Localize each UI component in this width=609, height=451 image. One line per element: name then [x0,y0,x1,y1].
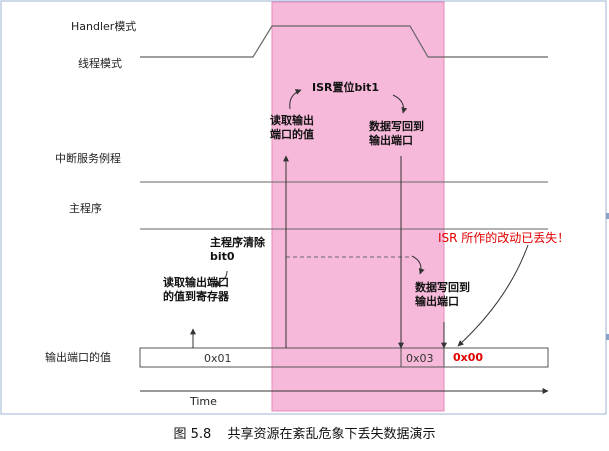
annotation-main-clear-bit0-line2: bit0 [210,250,235,263]
annotation-write-back-isr-line1: 数据写回到 [369,120,424,133]
port-value-bar [139,347,549,368]
figure-number: 图 5.8 [173,427,212,442]
annotation-write-back-main-line1: 数据写回到 [415,281,470,294]
label-thread-mode: 线程模式 [78,57,122,70]
port-value-first: 0x01 [204,352,232,365]
annotation-read-port-main: 读取输出端口 的值到寄存器 [163,276,229,304]
annotation-read-port-main-line2: 的值到寄存器 [163,290,229,303]
annotation-read-port-isr: 读取输出 端口的值 [270,114,314,142]
port-value-second: 0x03 [406,352,434,365]
lost-warning-arrow [457,244,529,347]
curve-arrow-main-clear [213,270,228,287]
annotation-read-port-main-line1: 读取输出端口 [163,276,229,289]
label-main-program: 主程序 [69,202,102,215]
annotation-isr-set-bit1: ISR置位bit1 [312,81,380,94]
label-output-port-value: 输出端口的值 [45,351,111,364]
annotation-write-back-isr: 数据写回到 输出端口 [369,120,424,148]
annotation-read-port-isr-line2: 端口的值 [270,128,314,141]
annotation-main-clear-bit0-line1: 主程序清除 [210,236,265,249]
isr-interval-highlight [271,1,445,412]
edge-marker-bottom [606,334,609,340]
lost-warning-text: ISR 所作的改动已丢失！ [438,231,570,245]
curve-arrow-isr-set [289,89,302,110]
mode-signal-line [140,25,548,58]
annotation-main-clear-bit0: 主程序清除 bit0 [210,236,265,264]
curve-arrow-main-write [411,255,425,275]
annotation-read-port-isr-line1: 读取输出 [270,114,314,127]
curve-arrow-isr-write [392,94,408,114]
port-value-third: 0x00 [453,351,484,364]
edge-marker-top [606,213,609,219]
label-time: Time [190,395,217,408]
label-isr: 中断服务例程 [55,152,121,165]
label-handler-mode: Handler模式 [71,20,137,33]
annotation-write-back-isr-line2: 输出端口 [369,134,413,147]
image-border [0,0,607,415]
annotation-write-back-main: 数据写回到 输出端口 [415,281,470,309]
figure-caption: 图 5.8 共享资源在紊乱危象下丢失数据演示 [0,423,609,442]
figure-title: 共享资源在紊乱危象下丢失数据演示 [227,427,436,442]
annotation-write-back-main-line2: 输出端口 [415,295,459,308]
